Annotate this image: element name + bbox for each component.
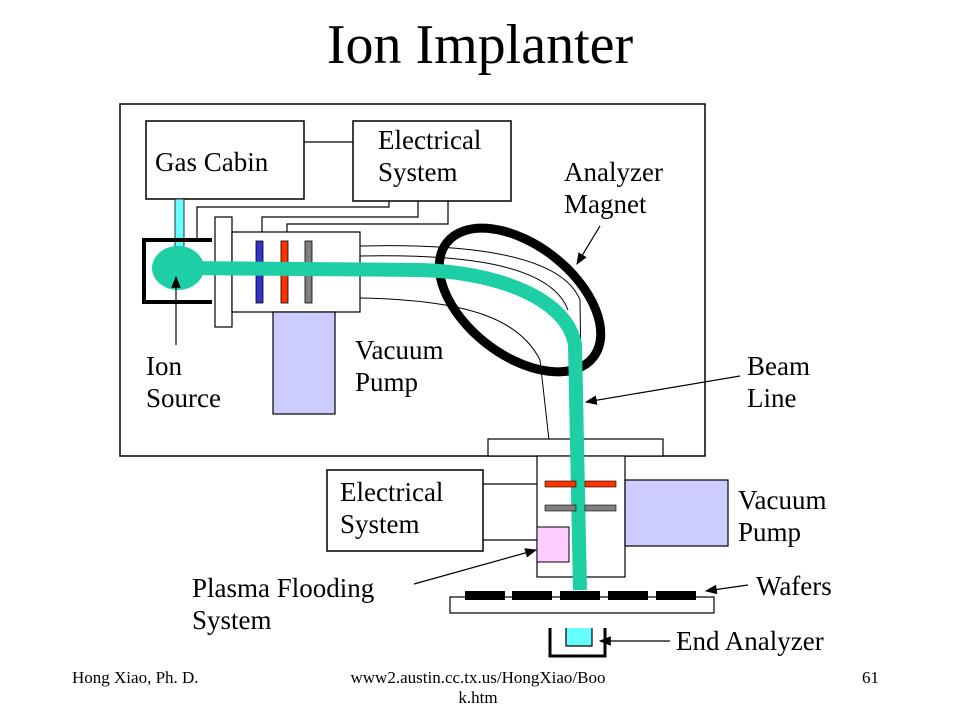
ion-source-chamber [152, 246, 204, 290]
ion-beam [177, 261, 587, 591]
magnet-leader [576, 225, 601, 266]
main-enclosure [119, 103, 706, 457]
bottom-electrode-gray-right [584, 504, 617, 512]
wafers-leader [704, 584, 749, 595]
vacuum-pump-right-box [624, 479, 729, 547]
footer-url: www2.austin.cc.tx.us/HongXiao/Boo k.htm [350, 668, 606, 707]
gas-cabin-box [145, 120, 305, 200]
wafer [512, 591, 552, 600]
bottom-electrode-red-right [584, 480, 617, 488]
vacuum-pump-left-label: Vacuum Pump [355, 335, 444, 397]
bottom-electrode-red-left [544, 480, 577, 488]
analyzer-magnet-label: Analyzer Magnet [564, 157, 663, 219]
wafer [560, 591, 600, 600]
electrical-system-bottom-box [326, 469, 484, 552]
electrical-system-bottom-label: Electrical System [340, 477, 444, 539]
footer-page-number: 61 [862, 668, 879, 687]
page-title: Ion Implanter [326, 14, 634, 76]
wafer [608, 591, 648, 600]
plasma-flooding-box [536, 526, 570, 563]
plasma-leader [413, 548, 538, 585]
beam-line-label: Beam Line [747, 351, 810, 413]
wafer [656, 591, 696, 600]
end-analyzer-label: End Analyzer [676, 626, 824, 656]
wafers-label: Wafers [756, 571, 832, 601]
bottom-electrode-gray-left [544, 504, 577, 512]
wafers [465, 591, 696, 600]
footer-author: Hong Xiao, Ph. D. [72, 668, 199, 687]
plasma-flooding-label: Plasma Flooding System [192, 573, 375, 635]
beam-line-leader [584, 375, 741, 405]
vacuum-pump-left-box [272, 311, 336, 415]
vacuum-pump-right-label: Vacuum Pump [738, 485, 827, 547]
flight-tube [359, 245, 583, 441]
analyzer-magnet-ring [434, 223, 606, 377]
ion-source-label: Ion Source [146, 351, 221, 413]
wafer [465, 591, 505, 600]
gas-cabin-label: Gas Cabin [155, 147, 269, 177]
electrical-system-top-box [352, 120, 512, 202]
electrical-system-top-label: Electrical System [378, 125, 482, 187]
leader-lines [171, 225, 749, 646]
